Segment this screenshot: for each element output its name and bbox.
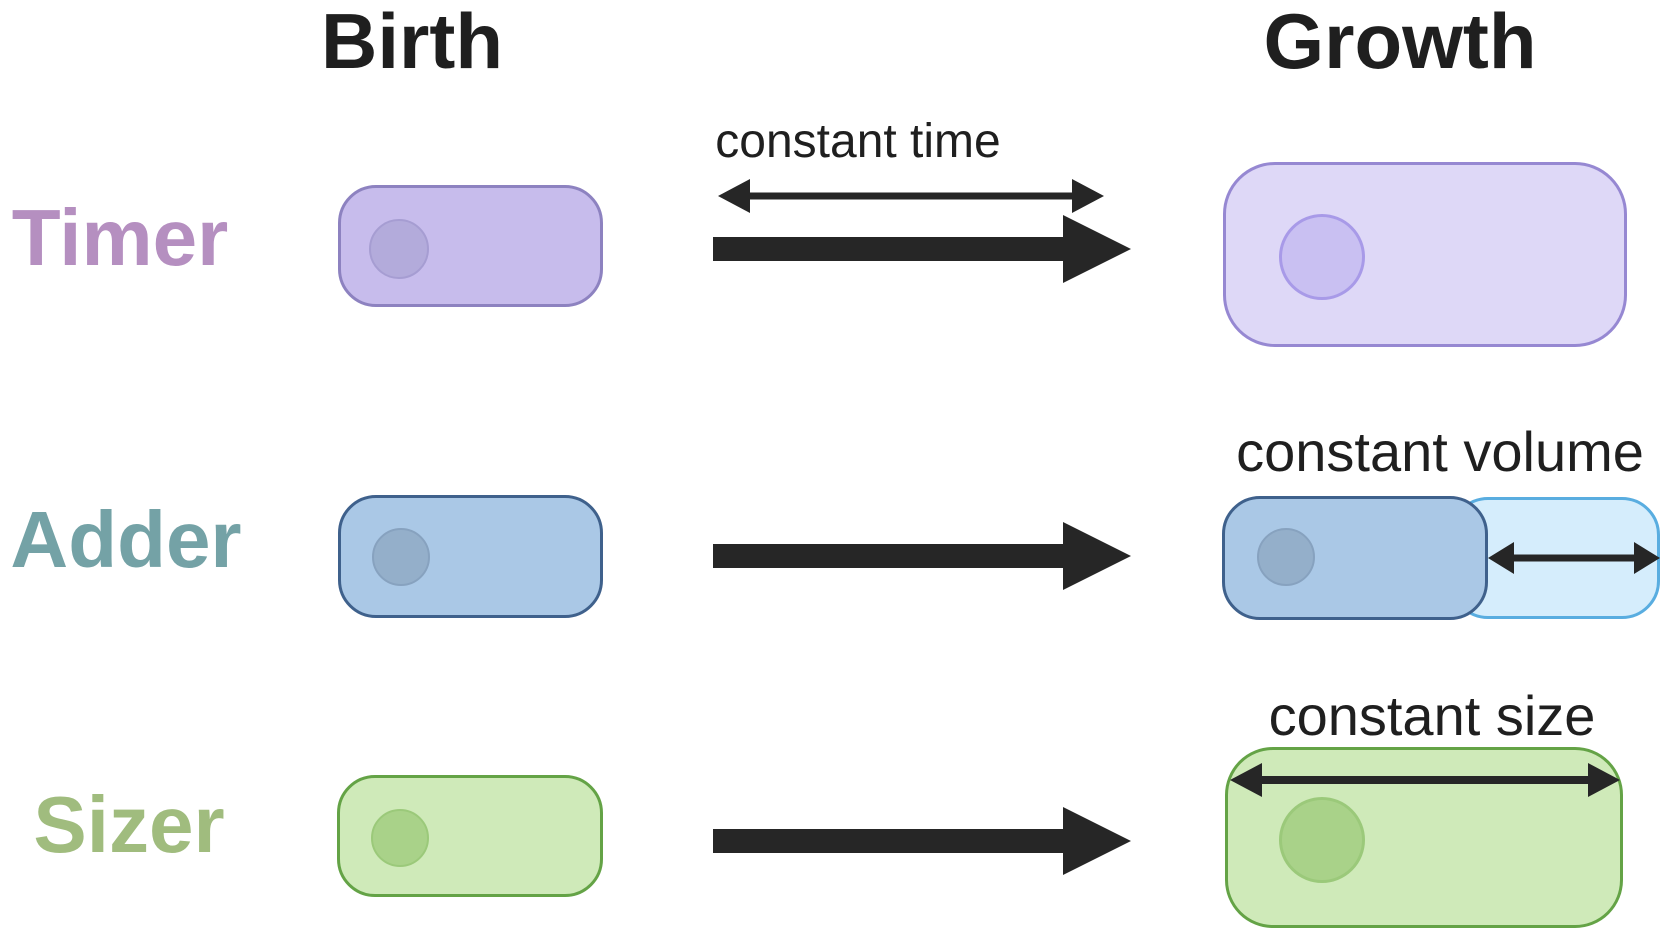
adder-growth-cell (1222, 496, 1488, 620)
adder-birth-nucleus (372, 528, 430, 586)
constant-size-range-arrow (1230, 760, 1620, 800)
growth-column-title: Growth (1263, 0, 1537, 85)
birth-column-title: Birth (321, 0, 503, 85)
sizer-growth-nucleus (1279, 797, 1365, 883)
adder-growth-nucleus (1257, 528, 1315, 586)
timer-birth-cell (338, 185, 603, 307)
row-label-adder: Adder (10, 495, 242, 584)
row-label-timer: Timer (11, 193, 229, 282)
constant-size-annotation: constant size (1268, 684, 1596, 747)
constant-time-range-arrow (716, 174, 1106, 218)
row-label-sizer: Sizer (33, 780, 225, 869)
adder-birth-cell (338, 495, 603, 618)
constant-volume-annotation: constant volume (1236, 420, 1644, 483)
timer-growth-arrow (713, 209, 1133, 289)
sizer-birth-cell (337, 775, 603, 897)
timer-growth-cell (1223, 162, 1627, 347)
timer-birth-nucleus (369, 219, 429, 279)
constant-time-annotation: constant time (715, 115, 1001, 168)
sizer-growth-arrow (713, 801, 1133, 881)
constant-volume-range-arrow (1488, 540, 1660, 576)
sizer-birth-nucleus (371, 809, 429, 867)
adder-growth-arrow (713, 516, 1133, 596)
timer-growth-nucleus (1279, 214, 1365, 300)
